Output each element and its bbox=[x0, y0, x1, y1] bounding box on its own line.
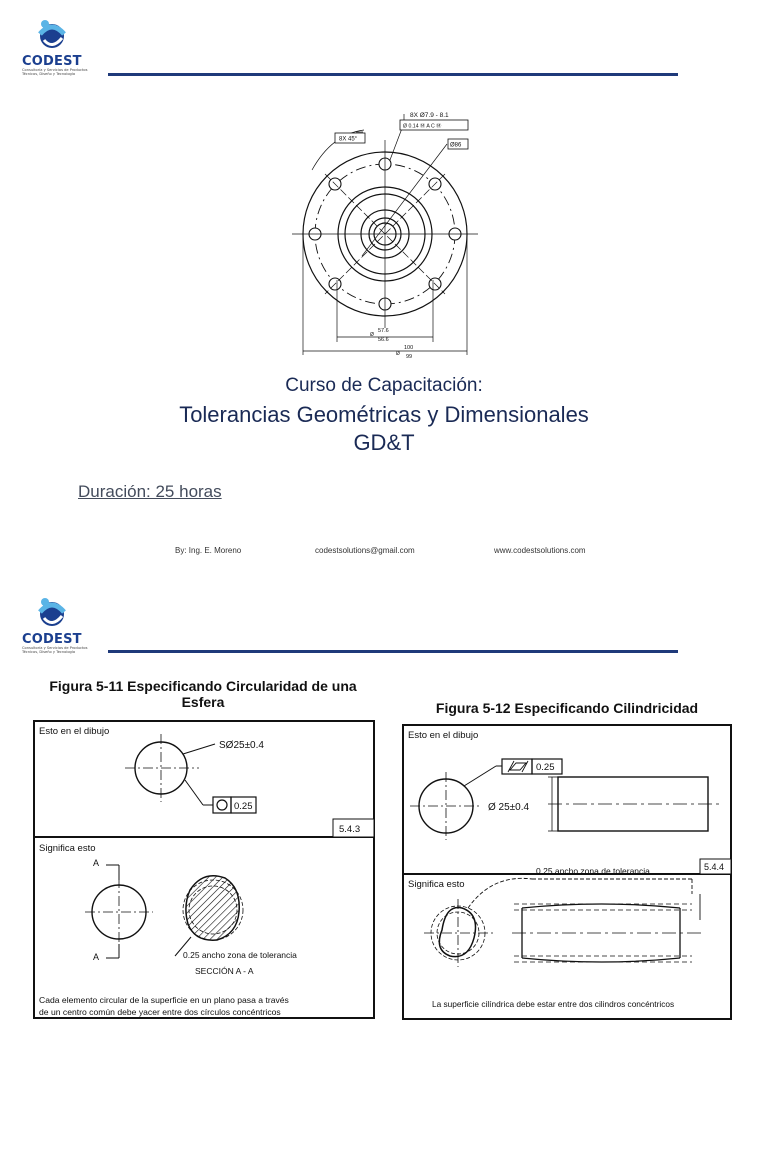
outer-dim-top: 100 bbox=[404, 345, 413, 351]
diameter-callout: Ø86 bbox=[450, 143, 462, 149]
flange-drawing: 8X Ø7.9 - 8.1 Ø 0.14 Ⓜ A C Ⓜ 8X 45° Ø86 … bbox=[292, 112, 478, 360]
codest-logo: CODEST Consultoría y Servicios de Produc… bbox=[18, 16, 90, 76]
sphere-dimension: SØ25±0.4 bbox=[219, 740, 264, 751]
course-label: Curso de Capacitación: bbox=[285, 375, 483, 396]
cylinder-dimension: Ø 25±0.4 bbox=[488, 802, 530, 813]
logo-emblem-icon bbox=[38, 20, 66, 48]
logo-emblem-icon bbox=[38, 598, 66, 626]
website-text: www.codestsolutions.com bbox=[494, 546, 586, 555]
outer-dim-bottom: 99 bbox=[406, 354, 412, 360]
section-label: SECCIÓN A - A bbox=[195, 966, 254, 976]
logo-tagline: Consultoría y Servicios de Productos Téc… bbox=[22, 646, 88, 654]
section-ref: 5.4.3 bbox=[339, 824, 360, 835]
figure-5-11-drawing: Esto en el dibujo Significa esto 5.4.3 S… bbox=[33, 720, 375, 1019]
figure-5-12-title: Figura 5-12 Especificando Cilindricidad bbox=[435, 700, 699, 716]
header-rule bbox=[108, 73, 678, 76]
figure-5-11-title: Figura 5-11 Especificando Circularidad d… bbox=[49, 678, 357, 710]
figure-5-12-drawing: Esto en el dibujo Significa esto 5.4.4 0… bbox=[402, 724, 732, 1020]
position-frame: Ø 0.14 Ⓜ A C Ⓜ bbox=[403, 122, 441, 130]
tolerance-zone-note: 0.25 ancho zona de tolerancia bbox=[536, 866, 650, 876]
circularity-tolerance: 0.25 bbox=[234, 801, 253, 812]
course-duration: Duración: 25 horas bbox=[78, 482, 222, 501]
section-ref: 5.4.4 bbox=[704, 862, 724, 872]
inner-dim-top: 57.6 bbox=[378, 328, 389, 334]
codest-logo-2: CODEST Consultoría y Servicios de Produc… bbox=[18, 594, 90, 654]
email-text: codestsolutions@gmail.com bbox=[315, 546, 415, 555]
author-text: By: Ing. E. Moreno bbox=[175, 546, 242, 555]
hole-callout: 8X Ø7.9 - 8.1 bbox=[410, 112, 449, 119]
logo-wordmark: CODEST bbox=[22, 54, 82, 69]
svg-text:Ø: Ø bbox=[370, 332, 374, 338]
slide-2: CODEST Consultoría y Servicios de Produc… bbox=[0, 580, 768, 1156]
slide-1: CODEST Consultoría y Servicios de Produc… bbox=[0, 0, 768, 576]
caption: La superficie cilíndrica debe estar entr… bbox=[432, 999, 674, 1009]
caption-line-1: Cada elemento circular de la superficie … bbox=[39, 995, 289, 1005]
meaning-label: Significa esto bbox=[39, 843, 96, 854]
course-acronym: GD&T bbox=[353, 430, 415, 455]
angle-callout: 8X 45° bbox=[339, 137, 358, 143]
drawing-label: Esto en el dibujo bbox=[39, 726, 109, 737]
svg-text:Ø: Ø bbox=[396, 351, 400, 357]
section-hatched-shape bbox=[174, 875, 244, 957]
cylindricity-tolerance: 0.25 bbox=[536, 762, 555, 773]
course-title: Tolerancias Geométricas y Dimensionales bbox=[179, 402, 589, 427]
tolerance-zone-note: 0.25 ancho zona de tolerancia bbox=[183, 950, 297, 960]
logo-wordmark: CODEST bbox=[22, 632, 82, 647]
section-mark-bottom: A bbox=[93, 952, 99, 962]
inner-dim-bottom: 56.6 bbox=[378, 337, 389, 343]
drawing-label: Esto en el dibujo bbox=[408, 730, 478, 741]
meaning-label: Significa esto bbox=[408, 879, 465, 890]
logo-tagline: Consultoría y Servicios de Productos Téc… bbox=[22, 68, 88, 76]
section-mark-top: A bbox=[93, 858, 99, 868]
header-rule bbox=[108, 650, 678, 653]
caption-line-2: de un centro común debe yacer entre dos … bbox=[39, 1007, 281, 1017]
